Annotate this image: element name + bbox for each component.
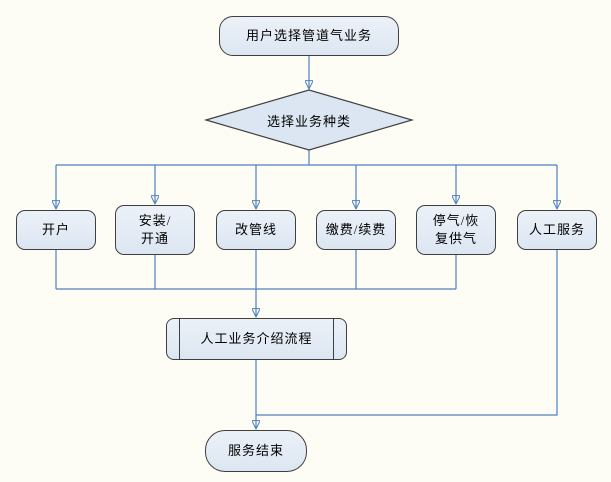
node-start-label: 用户选择管道气业务 xyxy=(245,28,372,44)
node-manual-intro-label: 人工业务介绍流程 xyxy=(200,331,313,347)
node-open-account-label: 开户 xyxy=(41,222,70,238)
node-stop-resume: 停气/恢 复供气 xyxy=(416,205,496,255)
node-decision-label: 选择业务种类 xyxy=(266,113,351,129)
node-decision: 选择业务种类 xyxy=(206,90,412,150)
node-payment-label: 缴费/续费 xyxy=(325,222,387,238)
node-install: 安装/ 开通 xyxy=(115,205,195,255)
node-start: 用户选择管道气业务 xyxy=(219,16,399,56)
decision-diamond-shape xyxy=(203,89,415,151)
node-manual-service: 人工服务 xyxy=(517,210,597,250)
connector-manual-service-end xyxy=(256,250,558,416)
node-manual-intro: 人工业务介绍流程 xyxy=(166,318,347,360)
node-install-label: 安装/ 开通 xyxy=(138,213,172,246)
node-stop-resume-label: 停气/恢 复供气 xyxy=(432,213,480,246)
node-payment: 缴费/续费 xyxy=(316,210,396,250)
node-change-pipeline: 改管线 xyxy=(216,210,296,250)
node-change-pipeline-label: 改管线 xyxy=(234,222,277,238)
node-open-account: 开户 xyxy=(16,210,96,250)
node-end: 服务结束 xyxy=(205,430,307,472)
node-end-label: 服务结束 xyxy=(227,443,284,459)
node-manual-service-label: 人工服务 xyxy=(528,222,585,238)
